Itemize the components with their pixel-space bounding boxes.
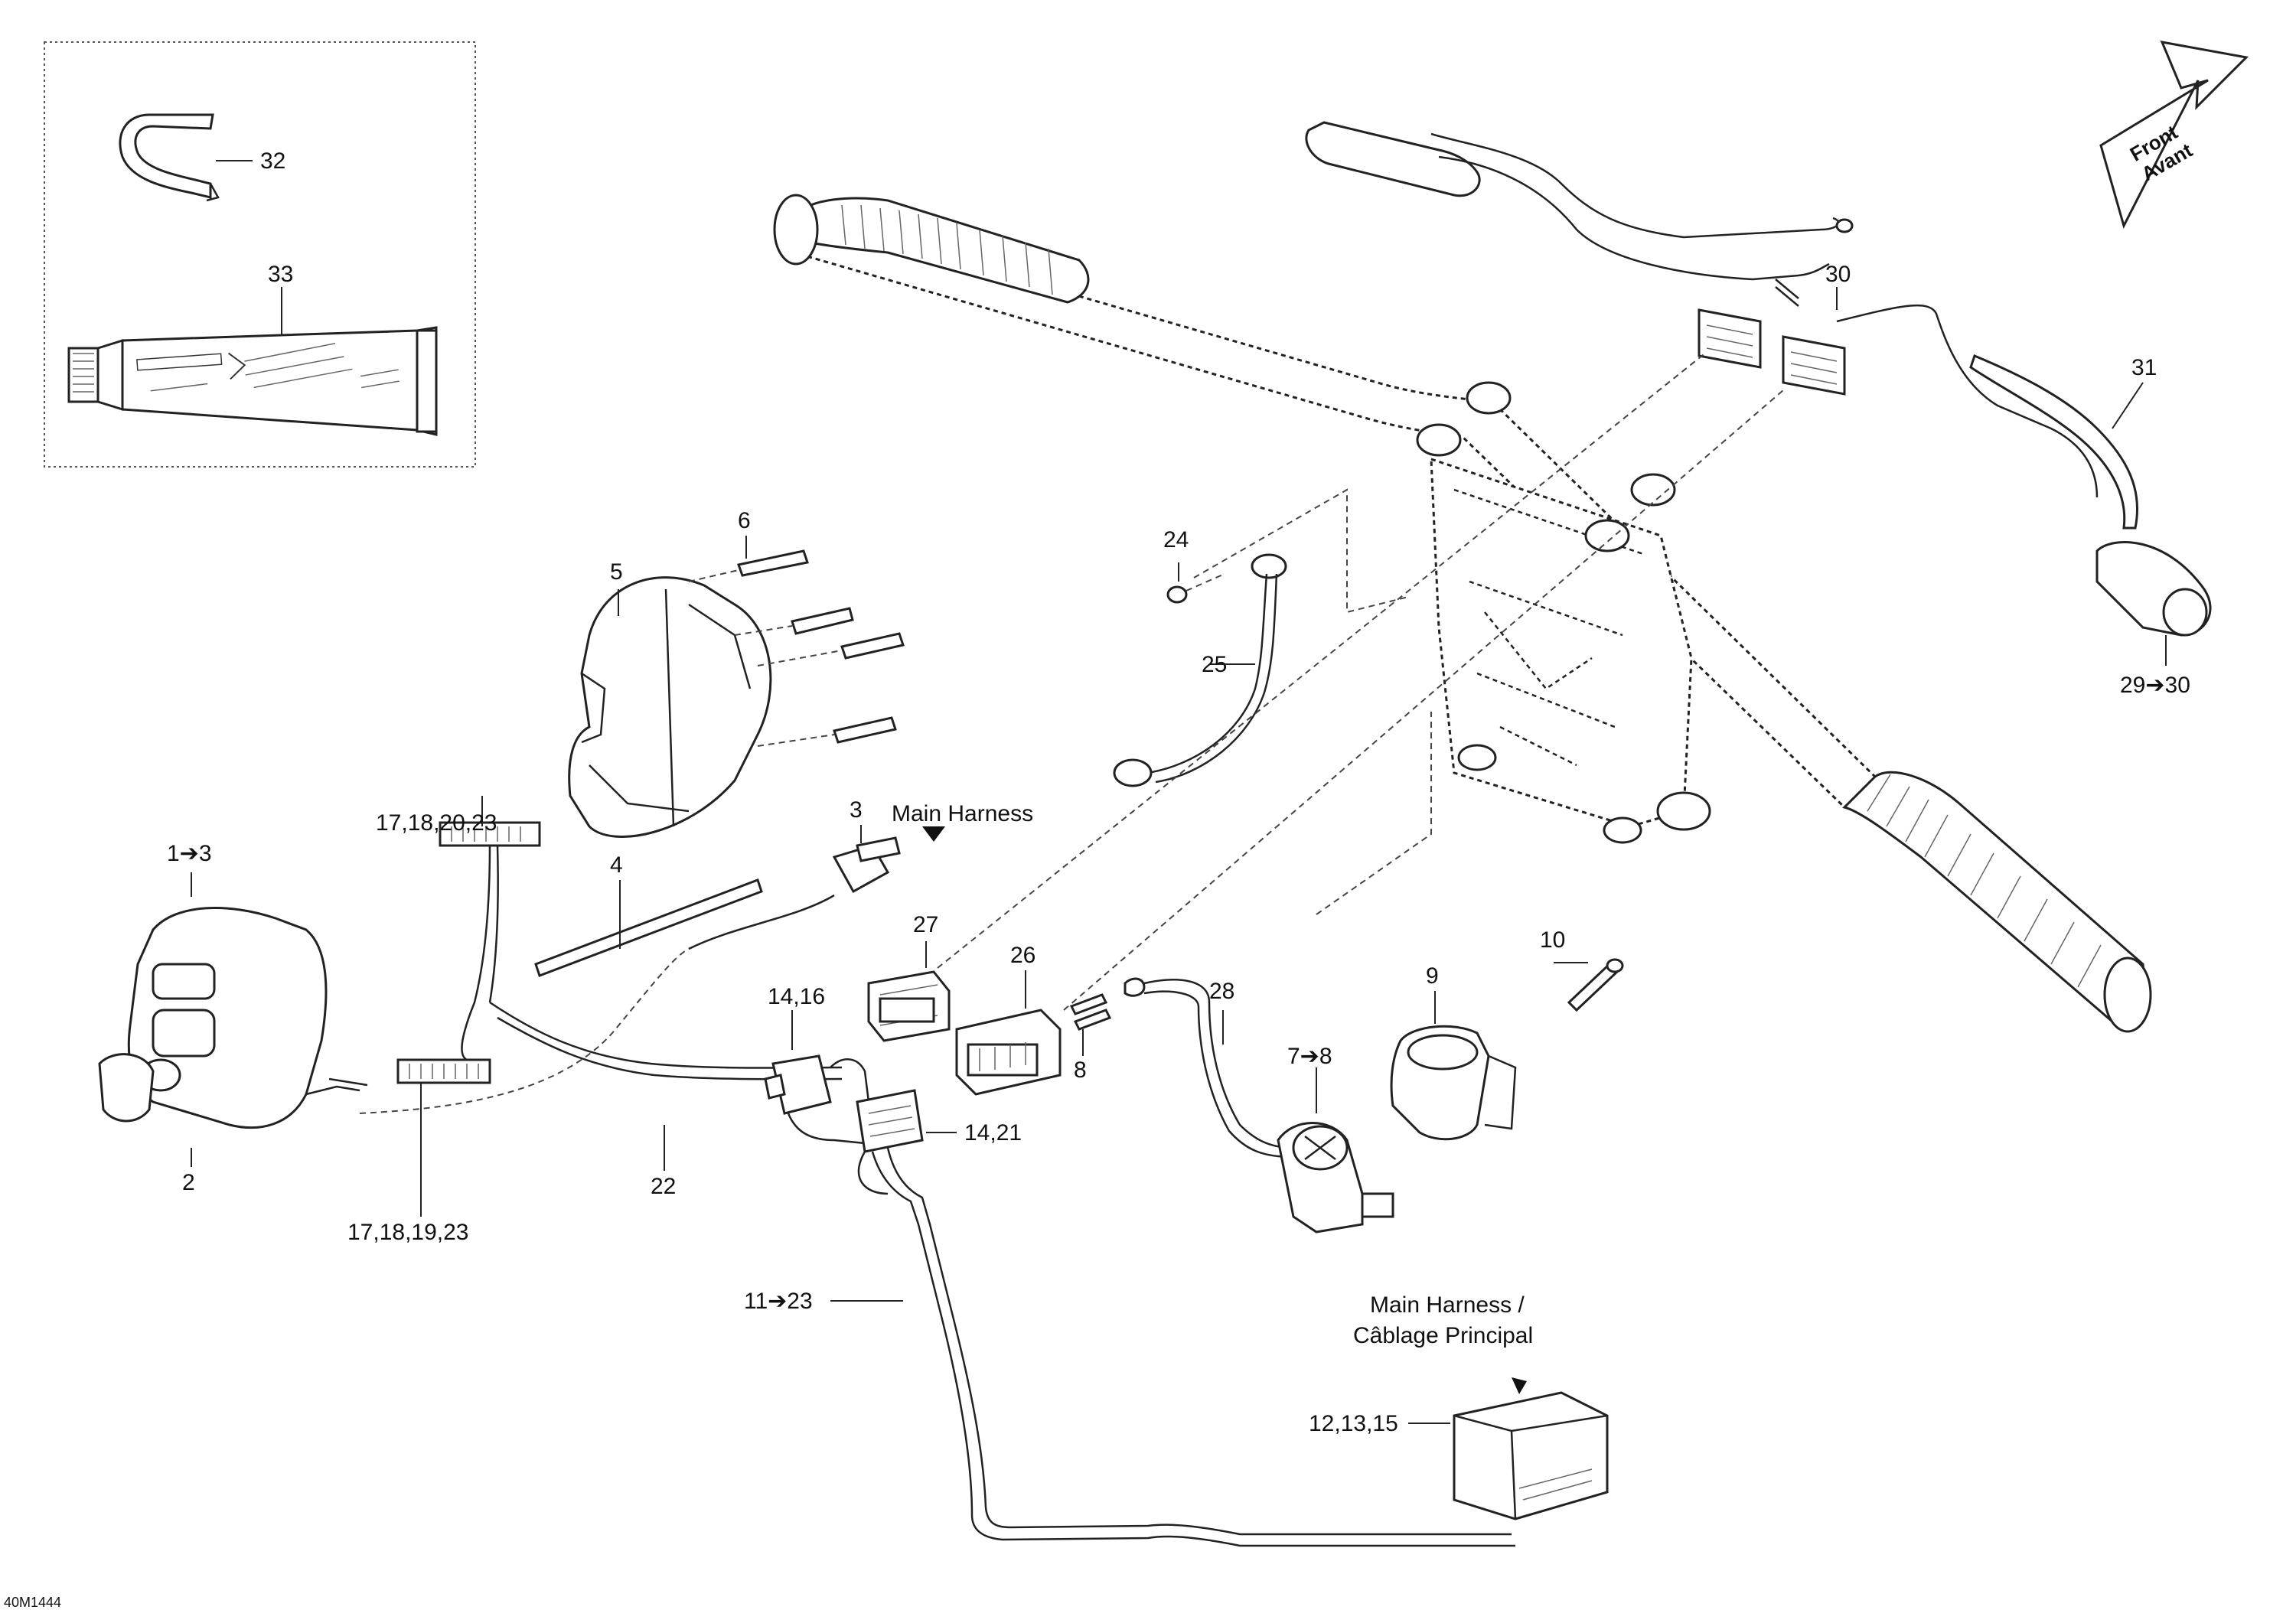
part-24-screw	[1166, 573, 1225, 604]
handlebar-riser	[1416, 381, 1711, 844]
callout-5: 5	[610, 559, 623, 585]
callout-9: 9	[1426, 963, 1439, 989]
part-25-ground-cable	[1113, 553, 1287, 787]
front-direction-arrow: Front Avant	[2099, 41, 2249, 230]
part-4-tube	[534, 878, 763, 977]
part-32-clip	[119, 113, 220, 202]
callout-17-18-20-23: 17,18,20,23	[376, 810, 497, 836]
callout-3: 3	[850, 797, 863, 823]
part-5-housing	[568, 576, 772, 838]
part-12-main-connector	[1453, 1391, 1609, 1520]
part-31-cable-guide	[1969, 354, 2139, 530]
callout-29-30: 29➔30	[2120, 673, 2190, 698]
callout-labels: 32 33 5 6 24 25 1➔3 2 17,18,20,23 17,18,…	[4, 148, 2190, 1610]
callout-1-3: 1➔3	[167, 841, 212, 866]
main-harness-fr-note-1: Main Harness /	[1370, 1292, 1525, 1318]
callout-33: 33	[268, 262, 293, 287]
callout-14-16: 14,16	[768, 984, 825, 1009]
callout-22: 22	[651, 1174, 676, 1199]
callout-12-13-15: 12,13,15	[1309, 1411, 1398, 1436]
callout-17-18-19-23: 17,18,19,23	[347, 1220, 468, 1245]
part-27-connector	[867, 970, 951, 1042]
part-8-pins	[1069, 977, 1146, 1031]
figure-code: 40M1444	[4, 1595, 61, 1610]
callout-26: 26	[1010, 943, 1035, 968]
part-10-pin	[1567, 958, 1624, 1012]
part-22-harness	[359, 821, 843, 1114]
part-6-screws	[688, 549, 905, 747]
callout-7-8: 7➔8	[1287, 1044, 1332, 1069]
part-7-switch	[1277, 1122, 1394, 1234]
part-28-harness	[1143, 979, 1294, 1159]
part-14-16-connector	[764, 1054, 873, 1146]
main-harness-note: Main Harness	[892, 801, 1033, 826]
part-33-tube	[67, 326, 438, 436]
leader-lines	[191, 160, 2167, 1424]
callout-27: 27	[913, 912, 938, 937]
callout-10: 10	[1540, 927, 1565, 953]
callout-14-21: 14,21	[964, 1120, 1022, 1146]
heated-grip-cable	[1305, 121, 2099, 498]
note-arrows	[922, 826, 1527, 1394]
part-3-connector	[688, 836, 901, 950]
part-9-block	[1390, 1025, 1517, 1141]
callout-32: 32	[260, 148, 285, 174]
callout-4: 4	[610, 852, 623, 878]
part-29-sleeve	[2095, 541, 2212, 637]
accessory-inset	[44, 41, 476, 468]
callout-24: 24	[1163, 527, 1189, 552]
callout-28: 28	[1209, 979, 1234, 1004]
part-14-21-connector	[856, 1089, 1515, 1547]
callout-25: 25	[1202, 652, 1227, 677]
callout-31: 31	[2131, 355, 2157, 380]
callout-11-23: 11➔23	[744, 1289, 813, 1314]
part-26-connector	[955, 1009, 1062, 1096]
handlebar	[773, 194, 2152, 1033]
part-1-switch-housing	[98, 906, 368, 1129]
arrow-up-left-icon	[1512, 1377, 1527, 1394]
reference-lines	[937, 351, 1784, 1011]
arrow-down-icon	[922, 826, 945, 842]
callout-2: 2	[182, 1170, 195, 1195]
main-harness-fr-note-2: Câblage Principal	[1353, 1323, 1533, 1348]
callout-8: 8	[1074, 1058, 1087, 1083]
callout-6: 6	[738, 508, 751, 533]
callout-30: 30	[1825, 262, 1851, 287]
